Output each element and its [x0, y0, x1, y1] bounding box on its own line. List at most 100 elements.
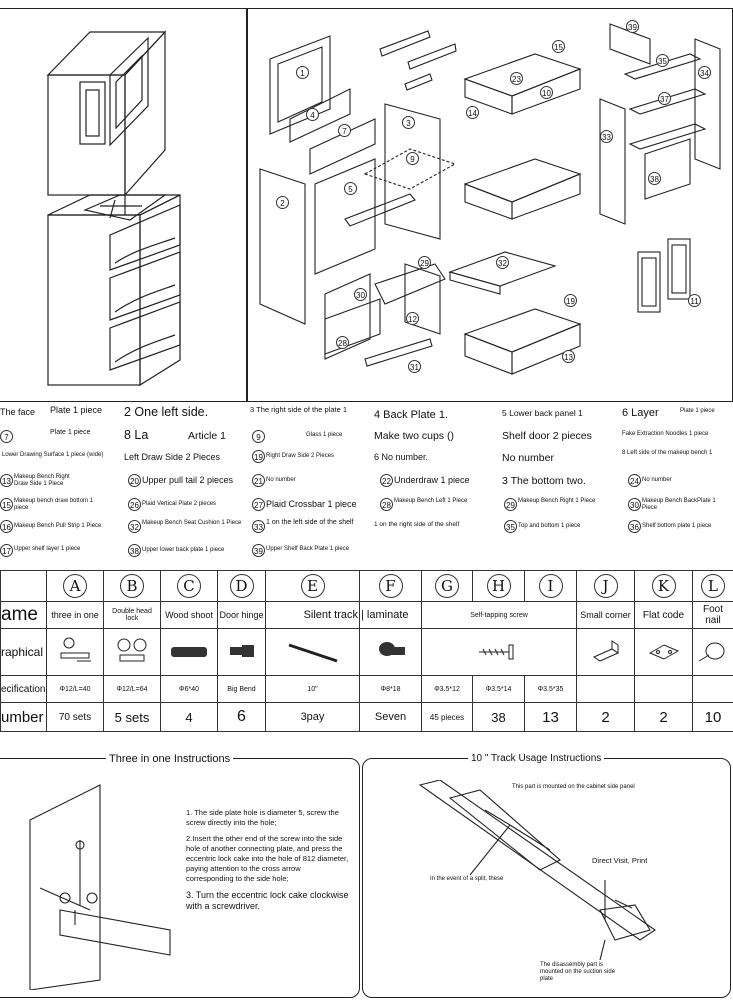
count-value: 2	[634, 702, 693, 732]
spec-value: Φ12/L=64	[103, 675, 161, 703]
part-label: Makeup Bench Pull Strip 1 Piece	[14, 523, 102, 529]
callout-19: 19	[564, 294, 577, 307]
assembled-cabinet-drawing	[46, 30, 181, 387]
count-value: 4	[160, 702, 218, 732]
part-name: Self-tapping screw	[421, 601, 577, 629]
three-in-one-title: Three in one Instructions	[106, 753, 234, 765]
part-label: 2 One left side.	[124, 405, 209, 419]
column-letter: H	[486, 574, 511, 598]
part-label: 1 on the left side of the shelf	[266, 519, 354, 526]
part-number: 27	[252, 498, 265, 511]
part-name: | laminate	[359, 601, 422, 629]
part-label: Shelf door 2 pieces	[502, 430, 592, 442]
part-label: No number	[642, 477, 672, 483]
three-in-one-drawing	[29, 784, 171, 990]
spec-value: Φ3.5*35	[524, 675, 577, 703]
column-letter: J	[593, 574, 618, 598]
callout-35: 35	[656, 54, 669, 67]
track-note-bottom: The disassembly part is mounted on the s…	[540, 962, 616, 982]
part-label: Plate 1 piece	[680, 408, 715, 414]
part-label: Top and bottom 1 piece	[518, 523, 581, 529]
count-value: 70 sets	[46, 702, 104, 732]
count-value: 5 sets	[103, 702, 161, 732]
callout-32: 32	[496, 256, 509, 269]
callout-33: 33	[600, 130, 613, 143]
part-number: 13	[0, 474, 13, 487]
column-letter: B	[120, 574, 144, 598]
dowel-icon	[171, 647, 207, 657]
diagram-divider	[246, 8, 248, 402]
count-value: 6	[217, 702, 266, 732]
hardware-spec-table: A B C D E F G H I J K L ame three in one…	[0, 570, 733, 732]
part-label: Left Draw Side 2 Pieces	[124, 452, 221, 462]
part-label: 3 The right side of the plate 1	[250, 405, 348, 414]
part-label: 1 on the right side of the shelf	[374, 521, 460, 528]
part-number: 35	[504, 520, 517, 533]
spec-value: Φ3.5*14	[472, 675, 525, 703]
spec-value: Φ3.5*12	[421, 675, 473, 703]
graphical-row: raphical	[0, 628, 733, 676]
part-label: Makeup Bench Left 1 Piece	[394, 498, 468, 504]
callout-28: 28	[336, 336, 349, 349]
count-value: 2	[576, 702, 635, 732]
count-row: umber 70 sets 5 sets 4 6 3pay Seven 45 p…	[0, 702, 733, 732]
spec-value: Φ12/L=40	[46, 675, 104, 703]
part-label: Underdraw 1 piece	[394, 475, 470, 485]
part-label: Makeup Bench Right 1 Piece	[518, 498, 596, 504]
part-label: Upper Shelf Back Plate 1 piece	[266, 546, 350, 552]
part-label: 6 Layer	[622, 407, 659, 419]
row-header: ecification	[0, 675, 47, 703]
count-value: Seven	[359, 702, 422, 732]
self-tapping-screw-icon	[479, 644, 514, 660]
hinge-icon	[229, 645, 254, 657]
part-label: No number	[266, 477, 296, 483]
part-name: Wood shoot	[160, 601, 218, 629]
part-number: 39	[252, 544, 265, 557]
part-label: Upper lower back plate 1 piece	[142, 547, 225, 553]
row-header: umber	[0, 702, 47, 732]
part-label: The face	[0, 407, 36, 417]
part-label: Makeup Bench BackPlate 1 Piece	[642, 498, 716, 511]
column-letter: G	[435, 574, 459, 598]
part-label: 5 Lower back panel 1	[502, 408, 583, 418]
part-name: Silent track	[265, 601, 360, 629]
part-number: 28	[380, 498, 393, 511]
spec-row: ecification Φ12/L=40 Φ12/L=64 Φ6*40 Big …	[0, 675, 733, 703]
column-letter: I	[538, 574, 563, 598]
part-name: Double head lock	[103, 601, 161, 629]
count-value: 38	[472, 702, 525, 732]
letter-row: A B C D E F G H I J K L	[0, 570, 733, 602]
foot-nail-icon	[698, 642, 725, 662]
part-number: 29	[504, 498, 517, 511]
spec-value: 10"	[265, 675, 360, 703]
part-label: Upper shelf layer 1 piece	[14, 546, 81, 552]
part-name: three in one	[46, 601, 104, 629]
callout-34: 34	[698, 66, 711, 79]
part-label: Plate 1 piece	[50, 429, 91, 436]
exploded-parts-drawing	[259, 23, 721, 375]
callout-12: 12	[406, 312, 419, 325]
part-number: 36	[628, 520, 641, 533]
part-number: 30	[628, 498, 641, 511]
part-label: Right Draw Side 2 Pieces	[266, 453, 335, 459]
part-label: 8 La	[124, 428, 149, 442]
lock-icon	[117, 638, 147, 662]
count-value: 3pay	[265, 702, 360, 732]
part-label: No number	[502, 452, 554, 464]
count-value: 13	[524, 702, 577, 732]
corner-icon	[592, 640, 619, 662]
spec-value: Φ6*40	[160, 675, 218, 703]
callout-29: 29	[418, 256, 431, 269]
part-number: 26	[128, 498, 141, 511]
spec-value	[634, 675, 693, 703]
callout-30: 30	[354, 288, 367, 301]
row-header: ame	[0, 601, 47, 629]
count-value: 10	[692, 702, 733, 732]
part-name: Small corner	[576, 601, 635, 629]
spec-value: Φ8*18	[359, 675, 422, 703]
part-label: Makeup Bench Right Draw Side 1 Piece	[14, 474, 70, 487]
track-note-top: This part is mounted on the cabinet side…	[512, 784, 635, 790]
callout-11: 11	[688, 294, 701, 307]
part-number: 24	[628, 474, 641, 487]
track-usage-title: 10 " Track Usage Instructions	[468, 753, 605, 764]
